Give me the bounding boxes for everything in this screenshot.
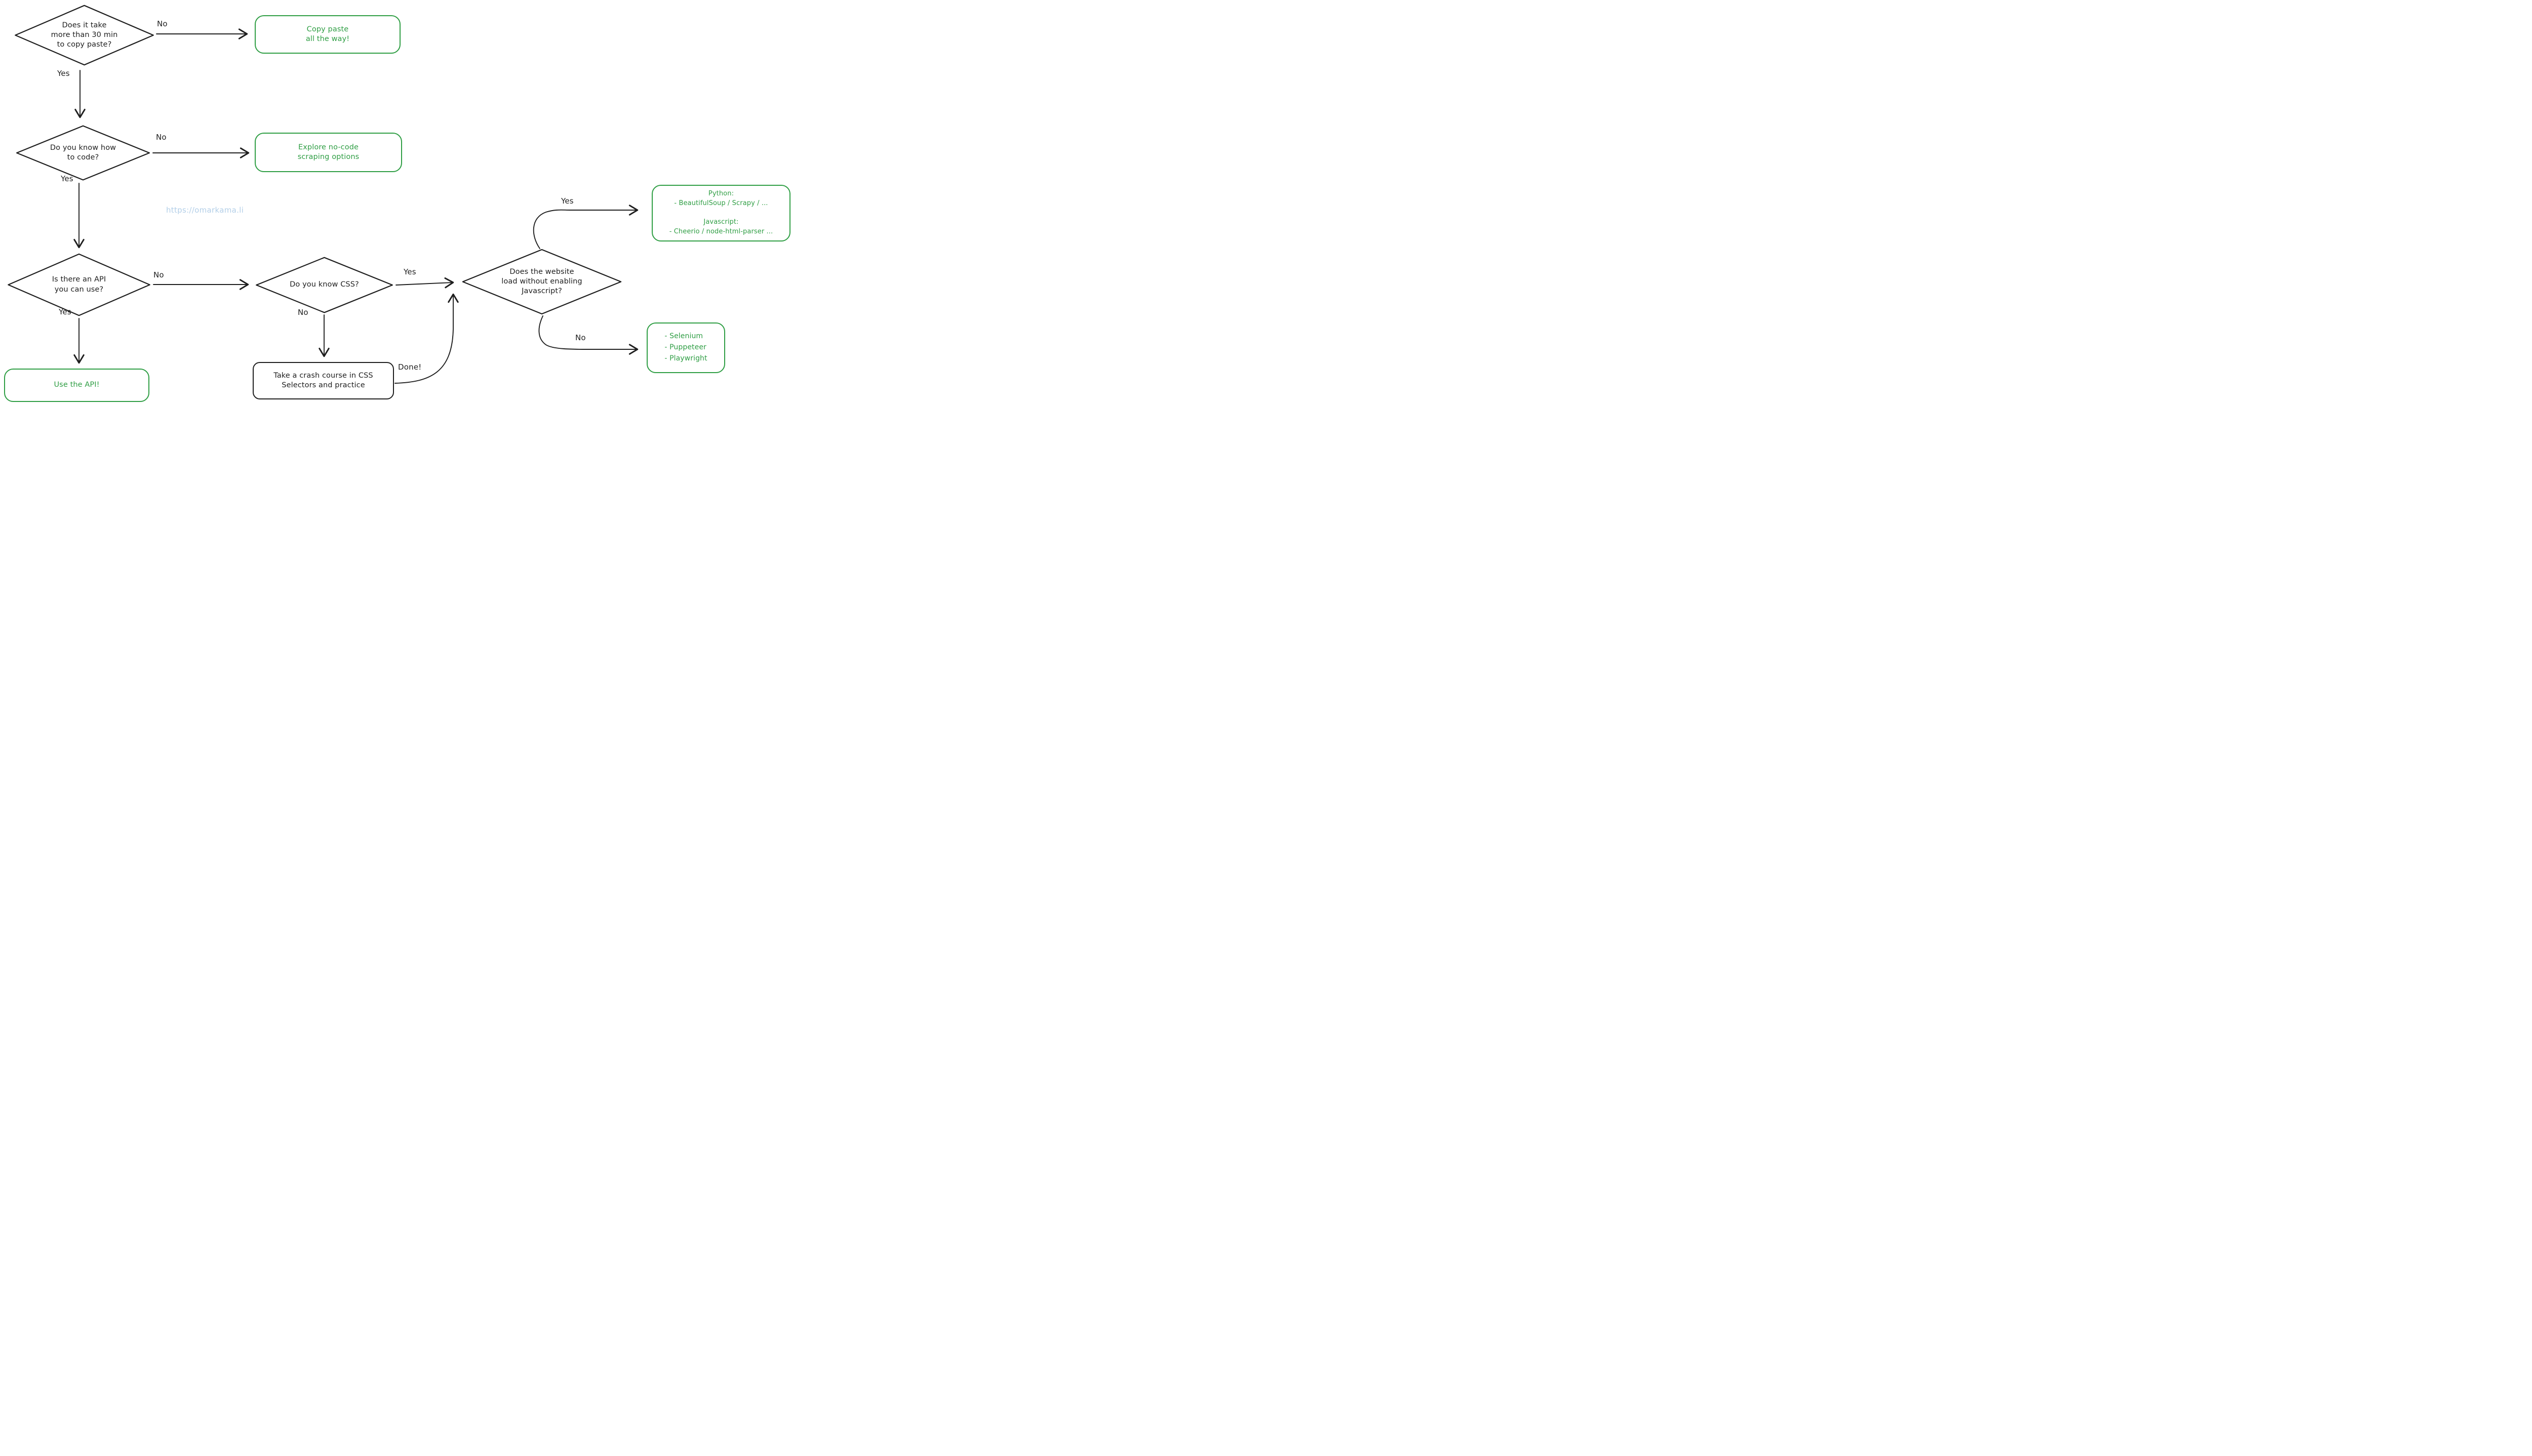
result-copy-paste-label: Copy paste all the way! [305, 25, 350, 43]
decision-copy-paste-time-label: Does it take more than 30 min to copy pa… [51, 21, 118, 49]
flowchart-canvas: https://omarkama.li Does it take more th… [0, 0, 794, 404]
decision-api-available: Is there an API you can use? [6, 253, 152, 316]
decision-know-css: Do you know CSS? [254, 257, 394, 313]
result-static-scraping-libraries-label: Python: - BeautifulSoup / Scrapy / ... J… [669, 189, 773, 236]
edge-label-css-course-done: Done! [398, 362, 422, 372]
decision-copy-paste-time: Does it take more than 30 min to copy pa… [13, 5, 155, 66]
edge-label-know-code-no: No [156, 133, 167, 142]
result-no-code-options: Explore no-code scraping options [255, 133, 402, 172]
diamond-shape [13, 5, 155, 66]
result-static-scraping-libraries: Python: - BeautifulSoup / Scrapy / ... J… [652, 185, 790, 241]
edge-javascript-yes [533, 205, 639, 249]
edge-label-know-code-yes: Yes [61, 174, 73, 183]
edge-label-copy-paste-no: No [157, 19, 168, 28]
result-use-api-label: Use the API! [54, 381, 100, 389]
watermark-url: https://omarkama.li [166, 206, 244, 215]
edge-label-know-css-no: No [298, 308, 308, 317]
result-browser-automation-tools: - Selenium - Puppeteer - Playwright [647, 322, 725, 373]
step-css-crash-course: Take a crash course in CSS Selectors and… [253, 362, 394, 399]
step-css-crash-course-label: Take a crash course in CSS Selectors and… [273, 371, 373, 389]
diamond-shape [460, 249, 623, 315]
edge-label-javascript-no: No [575, 333, 586, 342]
result-browser-automation-tools-label: - Selenium - Puppeteer - Playwright [664, 332, 707, 362]
edge-label-know-css-yes: Yes [404, 267, 416, 276]
edge-css-course-done [394, 293, 459, 384]
decision-api-available-label: Is there an API you can use? [52, 275, 106, 294]
decision-javascript-required: Does the website load without enabling J… [460, 249, 623, 315]
edge-label-javascript-yes: Yes [561, 196, 574, 206]
decision-know-css-label: Do you know CSS? [290, 280, 359, 289]
result-no-code-options-label: Explore no-code scraping options [297, 143, 360, 161]
decision-know-code-label: Do you know how to code? [50, 143, 116, 161]
edge-know-css-yes [395, 277, 454, 289]
diamond-shape [15, 125, 151, 181]
decision-know-code: Do you know how to code? [15, 125, 151, 181]
connector-layer [73, 28, 639, 384]
decision-javascript-required-label: Does the website load without enabling J… [501, 267, 582, 296]
edge-javascript-no [538, 315, 639, 355]
diamond-shape [6, 253, 152, 316]
edge-label-api-no: No [153, 270, 164, 279]
edge-label-api-yes: Yes [59, 307, 71, 316]
edge-label-copy-paste-yes: Yes [57, 69, 70, 78]
result-copy-paste: Copy paste all the way! [255, 15, 401, 54]
diamond-shape [254, 257, 394, 313]
result-use-api: Use the API! [4, 369, 149, 402]
